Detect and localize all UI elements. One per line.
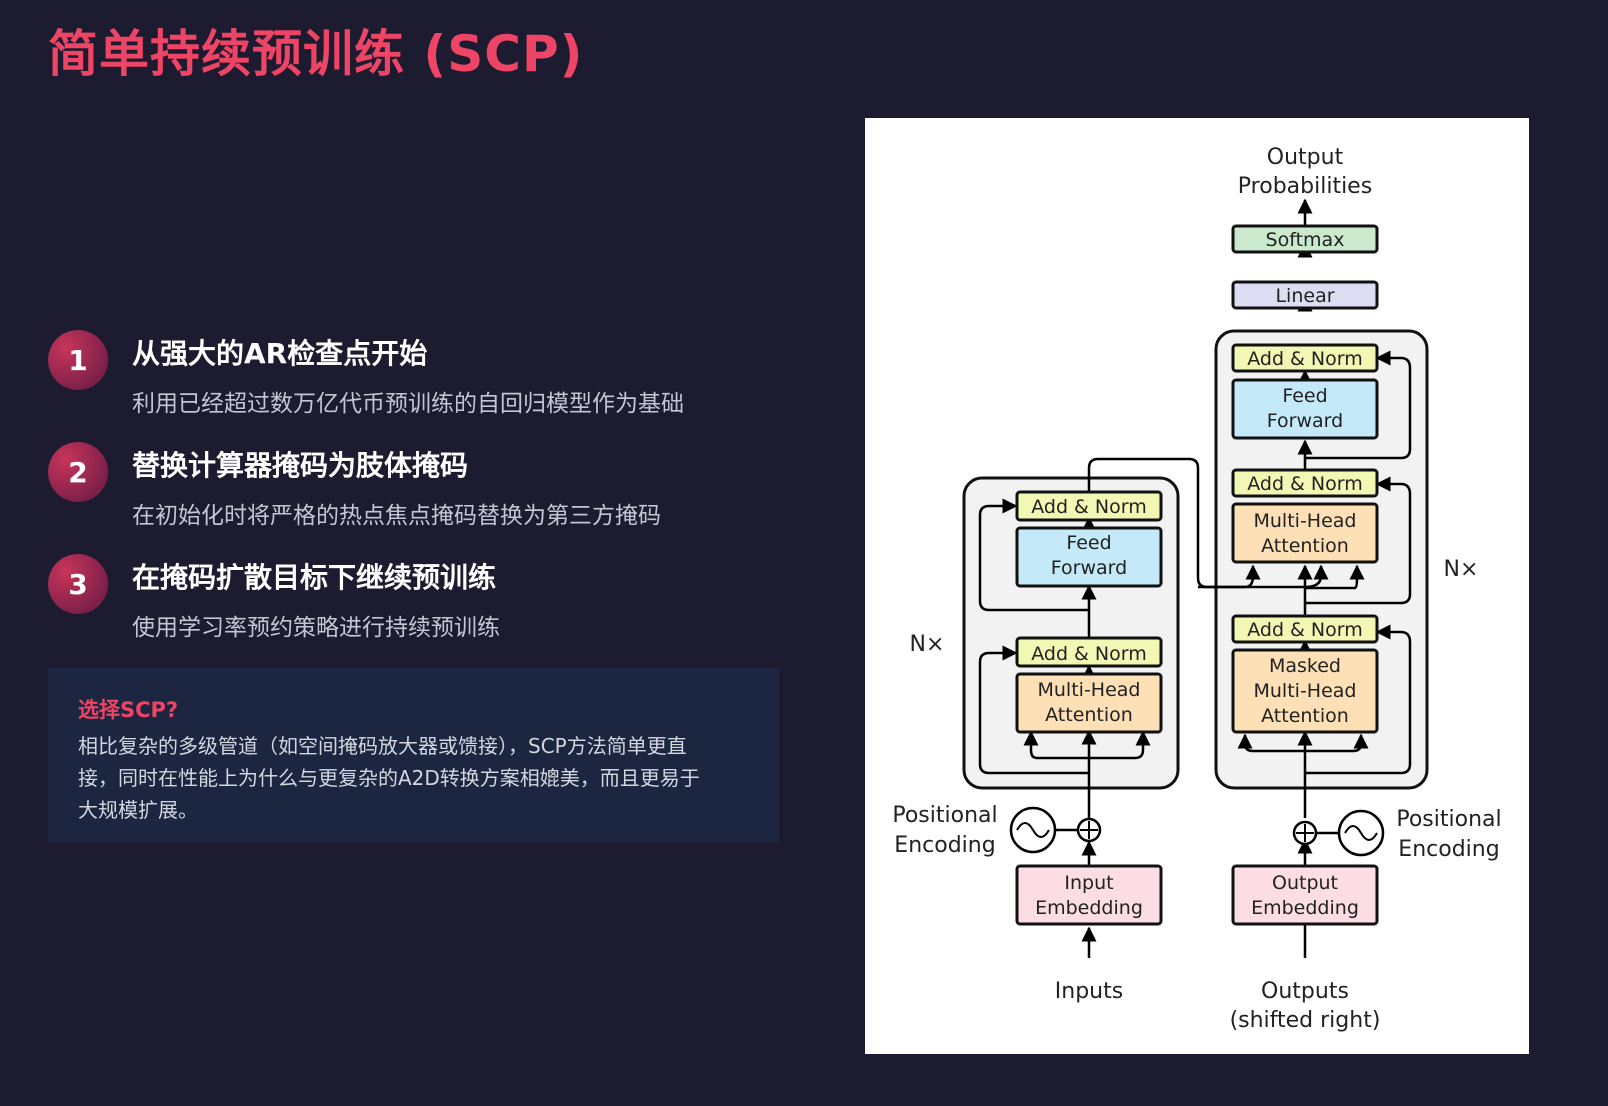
label: Add & Norm: [1247, 348, 1363, 370]
output-probabilities-label: Output: [1267, 145, 1344, 170]
positional-encoding-label: Positional: [1396, 807, 1501, 832]
transformer-diagram: Input Embedding Multi-Head Attention Add…: [892, 145, 1501, 1033]
label: Forward: [1051, 557, 1127, 579]
positional-encoding-label: Encoding: [1398, 837, 1499, 862]
linear-layer: [1231, 280, 1379, 310]
label: Multi-Head: [1254, 680, 1357, 702]
label: Attention: [1261, 705, 1349, 727]
decoder-cross-attention: [1231, 502, 1379, 564]
label: Feed: [1066, 532, 1111, 554]
transformer-diagram-panel: Input Embedding Multi-Head Attention Add…: [865, 118, 1529, 1054]
label: Masked: [1269, 655, 1341, 677]
step-title: 从强大的AR检查点开始: [132, 337, 428, 370]
decoder-add-norm-3: [1231, 343, 1379, 373]
encoder-add-norm-1: [1015, 636, 1163, 668]
step-number-badge: 2: [48, 442, 108, 502]
encoder-feed-forward: [1015, 526, 1163, 588]
label: Multi-Head: [1254, 510, 1357, 532]
step-title: 在掩码扩散目标下继续预训练: [132, 561, 497, 594]
decoder-masked-attention: [1231, 648, 1379, 734]
positional-encoding-label: Positional: [892, 803, 997, 828]
step-3: 3 在掩码扩散目标下继续预训练 使用学习率预约策略进行持续预训练: [48, 554, 768, 654]
outputs-label: Outputs: [1261, 979, 1349, 1004]
step-2: 2 替换计算器掩码为肢体掩码 在初始化时将严格的热点焦点掩码替换为第三方掩码: [48, 442, 768, 542]
decoder-add-norm-2: [1231, 468, 1379, 498]
label: Output: [1272, 872, 1338, 894]
encoder-stack: [962, 476, 1180, 790]
why-scp-callout: 选择SCP? 相比复杂的多级管道（如空间掩码放大器或馈接），SCP方法简单更直 …: [48, 668, 779, 842]
step-description: 利用已经超过数万亿代币预训练的自回归模型作为基础: [132, 391, 684, 417]
callout-line: 相比复杂的多级管道（如空间掩码放大器或馈接），SCP方法简单更直: [78, 734, 687, 758]
label: Linear: [1275, 285, 1334, 307]
encoder-attention: [1015, 672, 1163, 734]
label: Add & Norm: [1031, 643, 1147, 665]
step-title: 替换计算器掩码为肢体掩码: [132, 449, 469, 482]
decoder-add-norm-1: [1231, 614, 1379, 644]
label: Softmax: [1266, 229, 1345, 251]
step-description: 使用学习率预约策略进行持续预训练: [132, 615, 500, 641]
label: Embedding: [1035, 897, 1143, 919]
step-number-badge: 1: [48, 330, 108, 390]
outputs-label: (shifted right): [1230, 1008, 1381, 1033]
label: Add & Norm: [1247, 473, 1363, 495]
step-description: 在初始化时将严格的热点焦点掩码替换为第三方掩码: [132, 503, 661, 529]
label: Attention: [1261, 535, 1349, 557]
positional-encoding-label: Encoding: [894, 833, 995, 858]
decoder-nx-label: N×: [1444, 557, 1479, 582]
label: Add & Norm: [1247, 619, 1363, 641]
callout-line: 接，同时在性能上为什么与更复杂的A2D转换方案相媲美，而且更易于: [78, 766, 700, 790]
callout-text: 相比复杂的多级管道（如空间掩码放大器或馈接），SCP方法简单更直 接，同时在性能…: [78, 730, 749, 826]
callout-line: 大规模扩展。: [78, 798, 198, 822]
label: Embedding: [1251, 897, 1359, 919]
label: Input: [1064, 872, 1113, 894]
decoder-feed-forward: [1231, 378, 1379, 440]
output-probabilities-label: Probabilities: [1238, 174, 1372, 199]
softmax-layer: [1231, 224, 1379, 254]
step-number-badge: 3: [48, 554, 108, 614]
label: Attention: [1045, 704, 1133, 726]
inputs-label: Inputs: [1055, 979, 1123, 1004]
callout-title: 选择SCP?: [78, 698, 179, 722]
label: Feed: [1282, 385, 1327, 407]
encoder-input-embedding: [1015, 864, 1163, 926]
encoder-nx-label: N×: [910, 632, 945, 657]
step-1: 1 从强大的AR检查点开始 利用已经超过数万亿代币预训练的自回归模型作为基础: [48, 330, 768, 430]
encoder-add-norm-2: [1015, 490, 1163, 522]
label: Forward: [1267, 410, 1343, 432]
decoder-output-embedding: [1231, 864, 1379, 926]
label: Add & Norm: [1031, 496, 1147, 518]
label: Multi-Head: [1038, 679, 1141, 701]
page-title: 简单持续预训练 (SCP): [48, 25, 584, 83]
